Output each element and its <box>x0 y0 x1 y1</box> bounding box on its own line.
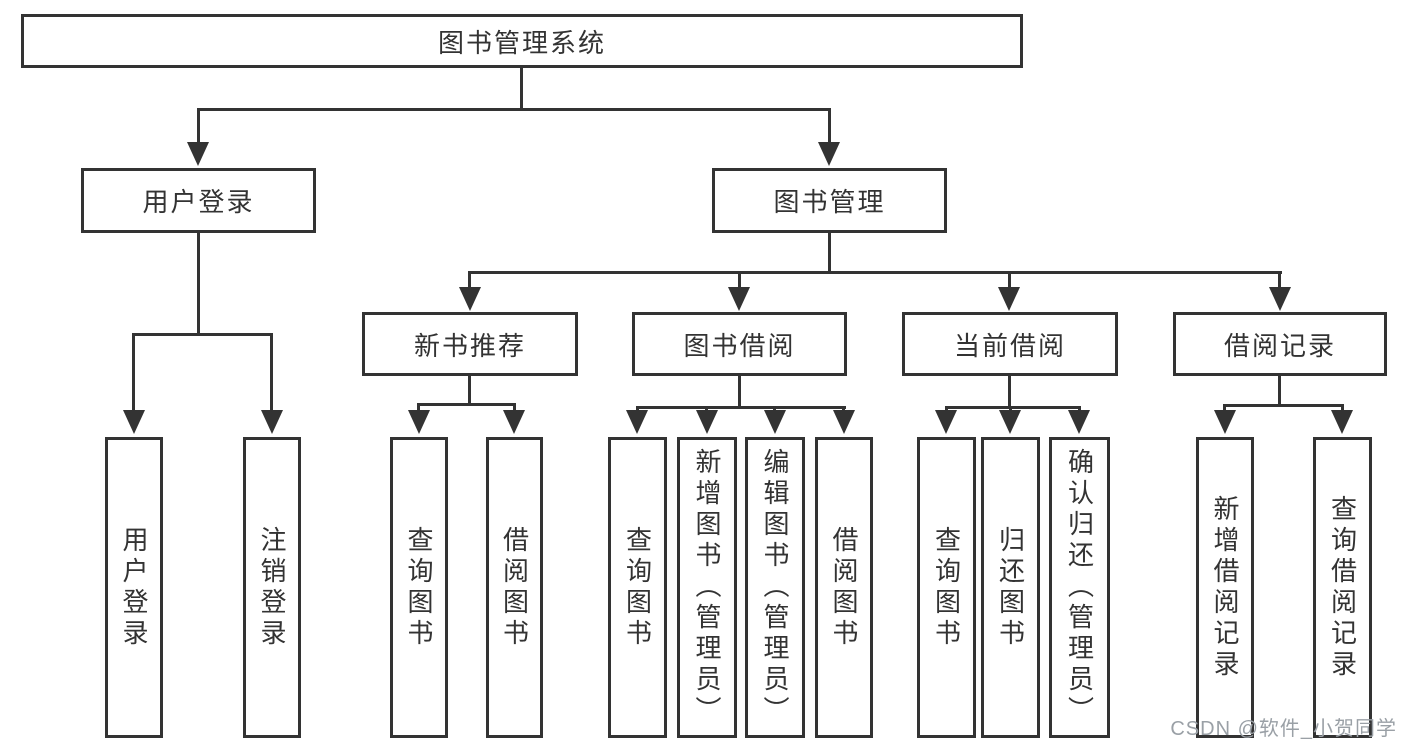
edge-user-login-branch <box>132 333 273 336</box>
leaf-logout: 注销登录 <box>243 437 301 738</box>
arrow-leaf-10 <box>1068 410 1090 434</box>
edge-drop-leaf-6 <box>773 406 776 412</box>
edge-drop-leaf-8 <box>945 406 948 412</box>
edge-current-borrowing-stem <box>1008 376 1011 409</box>
leaf-add-book-admin: 新增图书（管理员） <box>677 437 737 738</box>
edge-drop-leaf-4 <box>636 406 639 412</box>
arrow-book-management <box>818 142 840 166</box>
edge-drop-leaf-3 <box>513 403 516 412</box>
arrow-leaf-9 <box>999 410 1021 434</box>
arrow-current-borrowing <box>998 287 1020 311</box>
leaf-query-books-borrowing: 查询图书 <box>608 437 667 738</box>
leaf-confirm-return-admin: 确认归还（管理员） <box>1049 437 1110 738</box>
leaf-borrow-books-recommend: 借阅图书 <box>486 437 543 738</box>
arrow-leaf-6 <box>764 410 786 434</box>
leaf-query-borrow-record: 查询借阅记录 <box>1313 437 1372 738</box>
edge-new-book-recommend-stem <box>468 376 471 406</box>
leaf-edit-book-admin: 编辑图书（管理员） <box>745 437 805 738</box>
arrow-leaf-3 <box>503 410 525 434</box>
leaf-add-borrow-record: 新增借阅记录 <box>1196 437 1254 738</box>
edge-book-management-branch <box>468 271 1282 274</box>
arrow-leaf-5 <box>696 410 718 434</box>
edge-root-stem <box>520 68 523 110</box>
arrow-leaf-7 <box>833 410 855 434</box>
node-new-book-recommend: 新书推荐 <box>362 312 578 376</box>
edge-drop-leaf-logout <box>270 333 273 412</box>
edge-drop-borrowing-records <box>1278 271 1281 290</box>
edge-user-login-stem <box>197 233 200 336</box>
edge-drop-leaf-12 <box>1341 404 1344 412</box>
node-book-management: 图书管理 <box>712 168 947 233</box>
edge-drop-leaf-user-login <box>132 333 135 412</box>
arrow-leaf-logout <box>261 410 283 434</box>
arrow-leaf-4 <box>626 410 648 434</box>
leaf-user-login: 用户登录 <box>105 437 163 738</box>
edge-root-branch <box>197 108 831 111</box>
edge-drop-leaf-11 <box>1223 404 1226 412</box>
node-current-borrowing: 当前借阅 <box>902 312 1118 376</box>
node-borrowing-records: 借阅记录 <box>1173 312 1387 376</box>
leaf-query-books-current: 查询图书 <box>917 437 976 738</box>
arrow-leaf-12 <box>1331 410 1353 434</box>
edge-borrowing-records-branch <box>1223 404 1344 407</box>
arrow-new-book-recommend <box>459 287 481 311</box>
arrow-leaf-user-login <box>123 410 145 434</box>
edge-drop-leaf-10 <box>1078 406 1081 412</box>
edge-current-borrowing-branch <box>945 406 1081 409</box>
edge-drop-leaf-5 <box>705 406 708 412</box>
edge-book-management-stem <box>828 233 831 274</box>
edge-drop-leaf-2 <box>417 403 420 412</box>
csdn-watermark: CSDN @软件_小贺同学 <box>1170 718 1397 740</box>
edge-borrowing-records-stem <box>1278 376 1281 407</box>
arrow-leaf-11 <box>1214 410 1236 434</box>
arrow-borrowing-records <box>1269 287 1291 311</box>
edge-new-book-recommend-branch <box>417 403 516 406</box>
leaf-borrow-books-borrowing: 借阅图书 <box>815 437 873 738</box>
edge-book-borrowing-branch <box>636 406 846 409</box>
arrow-user-login <box>187 142 209 166</box>
edge-drop-user-login <box>197 108 200 146</box>
leaf-query-books-recommend: 查询图书 <box>390 437 448 738</box>
arrow-leaf-8 <box>935 410 957 434</box>
edge-drop-leaf-7 <box>842 406 845 412</box>
edge-drop-book-management <box>828 108 831 146</box>
arrow-leaf-2 <box>408 410 430 434</box>
node-root: 图书管理系统 <box>21 14 1023 68</box>
edge-drop-leaf-9 <box>1009 406 1012 412</box>
edge-drop-new-book-recommend <box>468 271 471 290</box>
leaf-return-books: 归还图书 <box>981 437 1040 738</box>
edge-drop-book-borrowing <box>738 271 741 290</box>
edge-drop-current-borrowing <box>1008 271 1011 290</box>
node-user-login: 用户登录 <box>81 168 316 233</box>
edge-book-borrowing-stem <box>738 376 741 409</box>
arrow-book-borrowing <box>728 287 750 311</box>
node-book-borrowing: 图书借阅 <box>632 312 847 376</box>
